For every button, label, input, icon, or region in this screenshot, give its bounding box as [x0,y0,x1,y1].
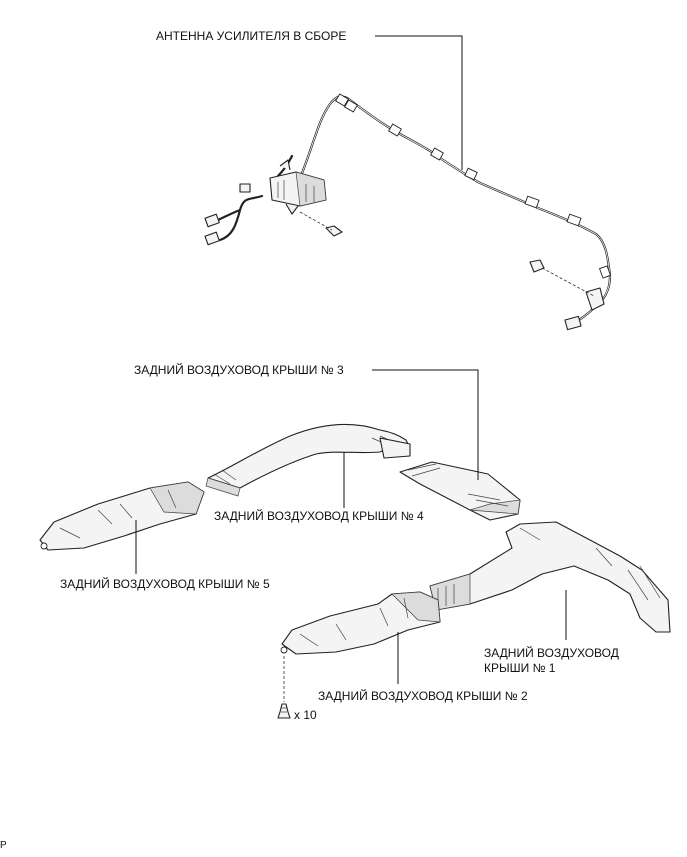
rear-roof-duct-4 [205,423,411,497]
rear-roof-duct-2 [280,591,441,655]
duct4-label: ЗАДНИЙ ВОЗДУХОВОД КРЫШИ № 4 [214,508,424,523]
duct5-label: ЗАДНИЙ ВОЗДУХОВОД КРЫШИ № 5 [60,576,270,591]
antenna-label: АНТЕННА УСИЛИТЕЛЯ В СБОРЕ [156,29,346,43]
clip-icon [277,703,291,719]
duct1-label-line1: ЗАДНИЙ ВОЗДУХОВОД [484,645,619,660]
duct3-leader-line [372,369,479,480]
rear-roof-duct-1 [429,521,671,633]
duct3-label: ЗАДНИЙ ВОЗДУХОВОД КРЫШИ № 3 [134,362,344,377]
antenna-amplifier-assembly [204,93,612,331]
duct2-label: ЗАДНИЙ ВОЗДУХОВОД КРЫШИ № 2 [318,688,528,703]
clip-count-label: x 10 [294,708,317,722]
rear-roof-duct-5 [39,481,205,551]
antenna-leader-line [375,35,463,170]
rear-roof-duct-3 [399,461,521,521]
corner-mark: P [0,840,7,851]
duct1-label-line2: КРЫШИ № 1 [484,661,556,675]
